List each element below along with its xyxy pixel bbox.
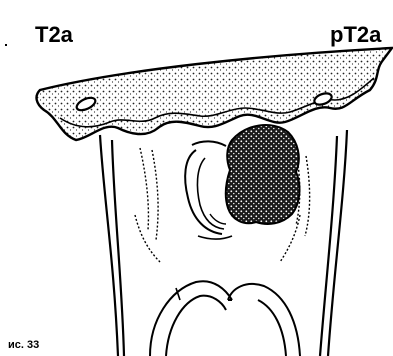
figure-caption: ис. 33 [8, 339, 39, 351]
tumor-mass [226, 125, 300, 224]
label-left: T2a [35, 22, 74, 47]
stray-mark [5, 44, 7, 46]
label-right: pT2a [330, 22, 382, 47]
lower-folds [150, 281, 300, 356]
left-cord [135, 148, 160, 262]
organ-outline [100, 130, 347, 356]
